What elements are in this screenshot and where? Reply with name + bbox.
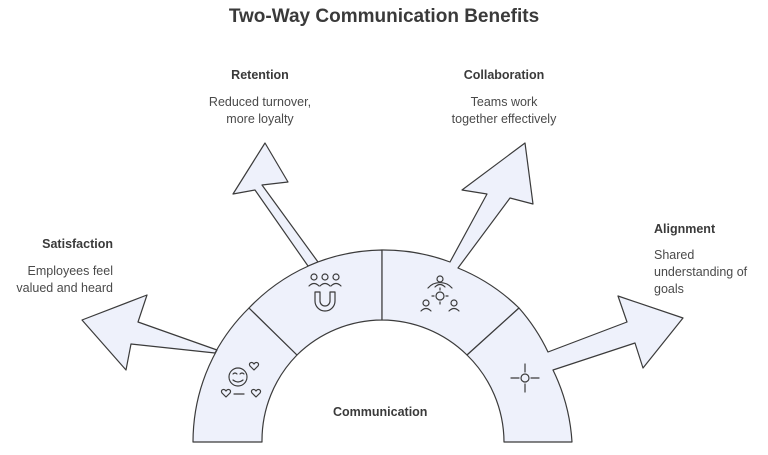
retention-description: Reduced turnover, more loyalty [195,94,325,128]
collaboration-description-line: Teams work [470,95,538,109]
satisfaction-segment [81,294,298,443]
satisfaction-description-line: valued and heard [16,281,113,295]
collaboration-description-line: together effectively [451,112,557,126]
diagram-title: Two-Way Communication Benefits [228,6,540,27]
happy-face-hearts-icon [220,361,262,398]
retention-label: Retention [231,68,289,82]
collaboration-segment [381,142,534,356]
alignment-segment [466,295,684,443]
team-gear-icon [420,275,460,312]
alignment-description-line: Shared [654,248,695,262]
center-label: Communication [333,405,428,419]
satisfaction-description-line: Employees feel [27,264,113,278]
alignment-description-line: goals [654,282,684,296]
satisfaction-label: Satisfaction [42,237,113,251]
retention-description-line: Reduced turnover, [208,95,312,109]
retention-description-line: more loyalty [226,112,294,126]
collaboration-description: Teams work together effectively [434,94,574,128]
collaboration-label: Collaboration [463,68,545,82]
satisfaction-description: Employees feel valued and heard [0,263,113,297]
retention-segment [232,142,383,356]
alignment-label: Alignment [654,222,716,236]
people-magnet-icon [308,273,342,312]
crosshair-target-icon [510,363,540,393]
alignment-description: Shared understanding of goals [654,247,766,298]
alignment-description-line: understanding of [654,265,748,279]
